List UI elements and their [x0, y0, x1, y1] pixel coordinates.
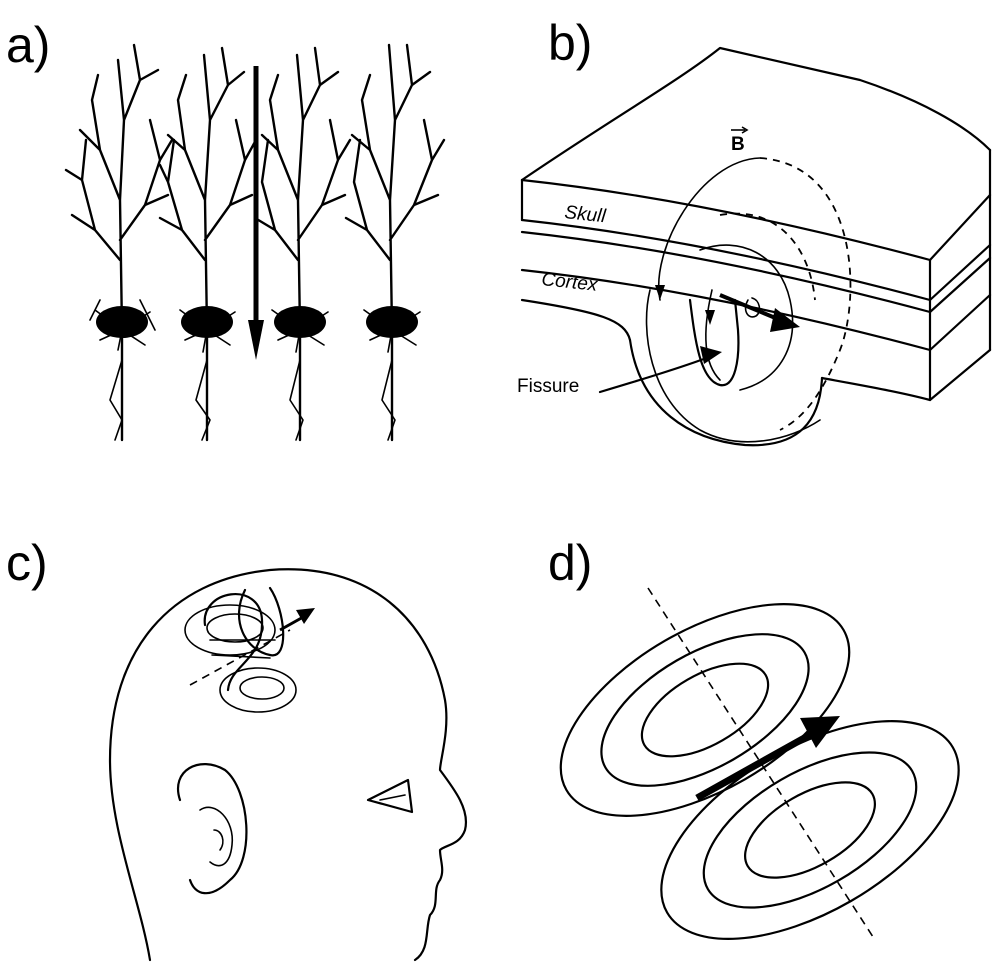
neuron-4: [346, 45, 444, 440]
panel-d: d): [526, 535, 993, 967]
current-arrow-down: [248, 66, 264, 360]
dipole-field-in-head: [185, 588, 315, 712]
panel-b: b): [517, 15, 990, 445]
tissue-block: [522, 48, 990, 445]
neuron-3: [255, 48, 350, 440]
skull-label: Skull: [563, 202, 607, 227]
panel-a-label: a): [6, 17, 50, 73]
head-outline: [110, 569, 466, 960]
eye: [368, 780, 412, 812]
dipole-arrow: [720, 295, 800, 332]
cortex-label: Cortex: [540, 269, 599, 296]
fissure-label: Fissure: [517, 376, 579, 397]
field-symbol: B: [731, 134, 745, 155]
contour-lobe-upper: [526, 561, 883, 860]
field-symbol-b: B: [731, 127, 747, 155]
panel-d-label: d): [548, 535, 592, 591]
ear: [178, 764, 246, 893]
panel-c-label: c): [6, 535, 48, 591]
panel-b-label: b): [548, 15, 592, 71]
neuron-2: [160, 48, 256, 440]
panel-c: c): [6, 535, 466, 960]
dipole-arrow-d: [697, 716, 840, 798]
panel-a: a): [6, 17, 444, 440]
neuron-1: [66, 45, 172, 440]
